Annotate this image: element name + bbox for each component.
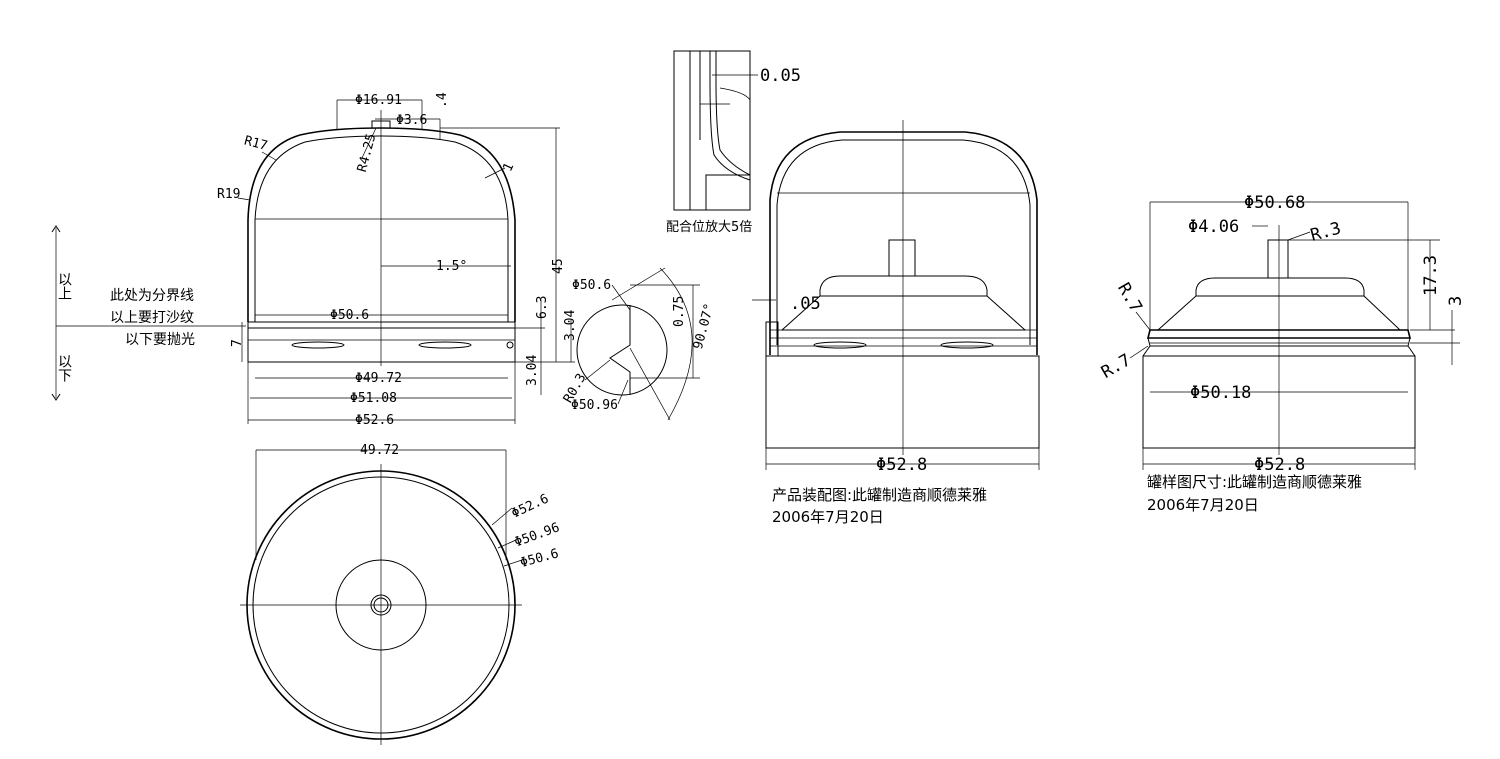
dim-label-7: 7 [230,339,245,347]
dim-label-16-91: Φ16.91 [355,93,402,108]
zoom-profile-inner [709,51,751,181]
lid-shoulder-band [247,321,516,329]
dim-label-detail-50-6: Φ50.6 [572,278,611,293]
note-below: 以下 [56,354,72,382]
leader-r3 [1287,231,1311,241]
dim-label-top-49-72: 49.72 [360,443,399,458]
dim-label-4: .4 [435,92,450,108]
dim-label-top-50-6: Φ50.6 [519,546,561,571]
assembly-caption: 产品装配图:此罐制造商顺德莱雅 [772,486,987,504]
lid-dome-outer [247,127,516,322]
dim-label-50-6: Φ50.6 [330,308,369,323]
zoom-step [705,174,750,210]
zoom-frame [673,50,751,211]
detail-profile [609,305,631,395]
assembly-jar-cap [819,275,988,297]
assembly-jar-body [765,355,1040,449]
detail-circle-view: 0.75 90.07° Φ50.6 R0.3 Φ50.96 [561,267,718,421]
up-arrow-icon [51,225,61,233]
assembly-lid-outer [769,131,1038,355]
zoom-caption: 配合位放大5倍 [666,220,752,235]
dim-label-3-04-b: 3.04 [525,355,540,386]
lid-grip-right [418,341,472,349]
jar-caption: 罐样图尺寸:此罐制造商顺德莱雅 [1147,473,1362,491]
top-view: 49.72 Φ52.6 Φ50.96 Φ50.6 [240,443,562,745]
jar-stem [1267,239,1289,279]
down-arrow-icon [51,393,61,401]
leader-r7b [1129,345,1149,359]
dim-label-17-3: 17.3 [1421,255,1441,296]
dim-label-52-6: Φ52.6 [355,413,394,428]
zoom-detail-view: 0.05 配合位放大5倍 [666,50,801,235]
dim-label-49-72: Φ49.72 [355,371,402,386]
zoom-profile-outer [715,51,751,176]
assembly-detail-box [765,321,779,357]
zoom-gap-label: 0.05 [760,66,801,86]
leader-r17 [261,151,277,161]
jar-transition [1142,345,1416,357]
dim-label-top-52-6: Φ52.6 [509,491,551,521]
dim-label-50-18: Φ50.18 [1190,383,1251,403]
dim-label-3: 3 [1446,296,1466,306]
assembly-date: 2006年7月20日 [772,508,884,526]
lid-dome-inner [254,135,509,322]
dim-label-r7a: R.7 [1113,280,1146,317]
assembly-lid-inner [776,139,1031,345]
jar-cap [1195,277,1365,297]
assembly-grip-right [940,341,994,349]
leader [491,507,513,526]
dim-label-3-04-a: 3.04 [563,310,578,341]
leader-r4-25 [361,127,377,159]
dim-label-r19: R19 [217,187,240,202]
leader-r7a [1135,311,1151,331]
assembly-gap-label: .05 [790,294,821,314]
dim-label-r7b: R.7 [1098,350,1135,383]
leader [503,559,523,567]
dim-label-45: 45 [551,258,566,274]
detail-ext-line [629,347,671,421]
dim-label-assembly-52-8: Φ52.8 [876,455,927,475]
zoom-curve [719,87,751,101]
jar-date: 2006年7月20日 [1147,496,1259,514]
assembly-stem [888,239,916,277]
dim-label-0-75: 0.75 [672,296,687,327]
dim-label-r4-25: R4.25 [355,132,380,174]
leader [617,379,629,405]
dim-label-jar-52-8: Φ52.8 [1254,455,1305,475]
lid-skirt [247,327,516,363]
note-above: 以上 [56,272,72,300]
dim-label-3-6: Φ3.6 [396,113,427,128]
dim-label-r17: R17 [242,133,269,154]
dim-label-angle: 1.5° [436,259,467,274]
lid-grip-left [291,341,345,349]
assembly-view: .05 Φ52.8 产品装配图:此罐制造商顺德莱雅 2006年7月20日 [752,120,1040,526]
leader [584,359,611,381]
leader-r19 [237,197,251,201]
left-side-view: Φ16.91 .4 Φ3.6 R4.25 1 R17 R19 1.5° 45 Φ… [51,92,578,428]
assembly-grip-left [813,341,867,349]
note-sand: 以上要打沙纹 [110,309,194,326]
detail-angle-arc [659,267,693,421]
dim-label-50-68: Φ50.68 [1244,193,1305,213]
dim-label-r3: R.3 [1308,219,1343,246]
dim-label-90-07: 90.07° [691,302,718,351]
leader [497,539,517,549]
detail-ext-line [611,267,666,301]
dim-label-4-06: Φ4.06 [1188,217,1239,237]
dim-label-51-08: Φ51.08 [350,391,397,406]
dim-label-6-3: 6.3 [535,296,550,319]
note-boundary: 此处为分界线 [110,288,194,304]
leader [611,284,631,311]
lid-detail-marker [506,341,514,349]
dim-label-detail-50-96: Φ50.96 [571,398,618,413]
jar-view: Φ50.68 Φ4.06 R.3 17.3 3 R.7 R.7 Φ50.18 Φ… [1098,193,1466,514]
note-polish: 以下要抛光 [125,332,195,348]
leader-1 [484,167,506,179]
